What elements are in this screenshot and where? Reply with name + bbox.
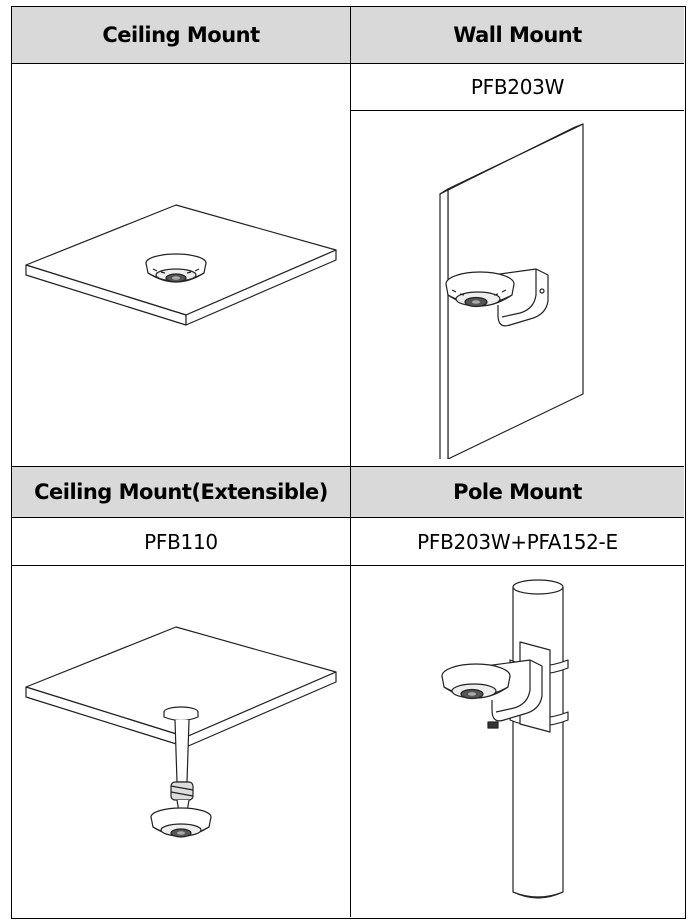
- ceiling-ext-model: PFB110: [144, 529, 218, 554]
- ceiling-ext-model-cell: PFB110: [12, 518, 351, 566]
- header-wall-mount: Wall Mount: [351, 7, 684, 64]
- pole-mount-cell: [351, 566, 684, 917]
- extensible-ceiling-mount-illustration: [25, 625, 337, 838]
- pole-mount-illustration: [440, 578, 569, 899]
- header-ceiling-mount-text: Ceiling Mount: [102, 23, 260, 47]
- header-ceiling-mount: Ceiling Mount: [12, 7, 351, 64]
- wall-mount-illustration: [438, 122, 584, 459]
- ceiling-mount-cell: [12, 64, 351, 467]
- header-ceiling-mount-extensible-text: Ceiling Mount(Extensible): [34, 480, 328, 504]
- header-pole-mount-text: Pole Mount: [453, 480, 582, 504]
- pole-mount-model-cell: PFB203W+PFA152-E: [351, 518, 684, 566]
- header-ceiling-mount-extensible: Ceiling Mount(Extensible): [12, 467, 351, 518]
- ceiling-mount-illustration: [25, 204, 337, 326]
- wall-mount-model-cell: PFB203W: [351, 64, 684, 111]
- header-pole-mount: Pole Mount: [351, 467, 684, 518]
- wall-mount-model: PFB203W: [470, 75, 565, 99]
- wall-mount-cell: [351, 111, 684, 467]
- ceiling-ext-cell: [12, 566, 351, 917]
- mount-options-table: Ceiling Mount Wall Mount PFB203W: [11, 6, 686, 919]
- header-wall-mount-text: Wall Mount: [453, 23, 582, 47]
- pole-mount-model: PFB203W+PFA152-E: [417, 529, 618, 554]
